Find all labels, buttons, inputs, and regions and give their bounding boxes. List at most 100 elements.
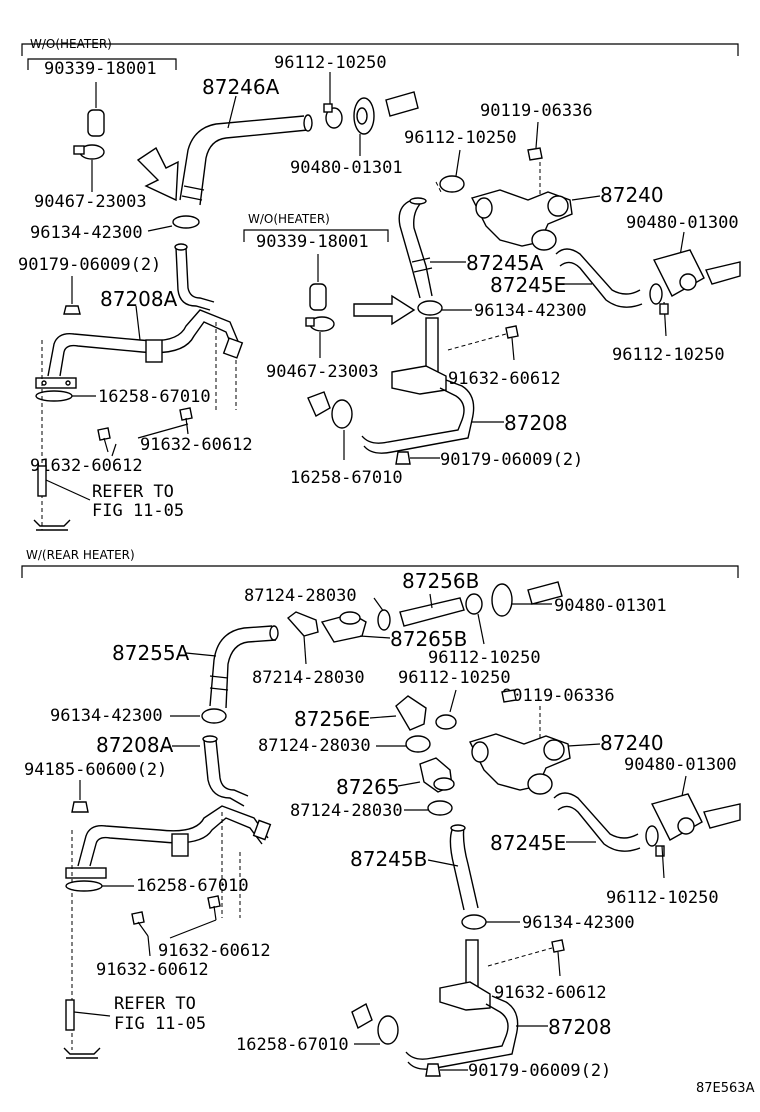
clamp-87124-b3 bbox=[404, 800, 453, 816]
hose-87245E-a bbox=[555, 248, 643, 308]
label-91632-60612-c3: 91632-60612 bbox=[494, 983, 607, 1003]
label-96112-10250-a3: 96112-10250 bbox=[612, 345, 725, 365]
gasket-part-c bbox=[65, 880, 134, 892]
bolt-part-c2 bbox=[131, 911, 151, 957]
top-section-heading: W/O(HEATER) bbox=[30, 37, 112, 51]
label-16258-67010-c: 16258-67010 bbox=[136, 876, 249, 896]
label-90467-23003-a: 90467-23003 bbox=[34, 192, 147, 212]
bottom-section-frame: W/(REAR HEATER) bbox=[21, 548, 739, 578]
label-fig-11-05-c: FIG 11-05 bbox=[114, 1014, 206, 1034]
label-90339-18001-b: 90339-18001 bbox=[256, 232, 369, 252]
bolt-90119-b bbox=[501, 689, 541, 740]
clamp-part-b bbox=[305, 316, 335, 358]
label-91632-60612-a1: 91632-60612 bbox=[140, 435, 253, 455]
pipe-87208A bbox=[35, 243, 244, 389]
hose-87245A bbox=[398, 197, 466, 299]
pipe-87208-a bbox=[361, 317, 504, 454]
label-87240-b: 87240 bbox=[600, 731, 664, 755]
cap-part bbox=[87, 82, 105, 137]
label-87208A-b: 87208A bbox=[96, 733, 174, 757]
clamp-96134-a bbox=[147, 215, 200, 232]
bolt-90119-a bbox=[527, 121, 543, 210]
label-96112-10250-a2: 96112-10250 bbox=[404, 128, 517, 148]
top-left-bracket bbox=[27, 58, 177, 70]
label-91632-60612-c2: 91632-60612 bbox=[96, 960, 209, 980]
clamp-96112-b2 bbox=[435, 689, 457, 730]
gasket-part-d bbox=[351, 1002, 399, 1045]
pipe-87208A-b bbox=[65, 735, 272, 879]
nut-part-d bbox=[425, 1063, 468, 1077]
gasket-part-b bbox=[307, 391, 353, 460]
stud-part-c bbox=[63, 999, 111, 1059]
label-96112-10250-a1: 96112-10250 bbox=[274, 53, 387, 73]
clamp-96112-a1 bbox=[323, 72, 343, 129]
cap-part-b bbox=[309, 254, 327, 311]
seal-90480-01300-a bbox=[652, 231, 741, 297]
hose-87255A bbox=[185, 625, 279, 709]
bolt-part-a2 bbox=[97, 427, 117, 457]
label-refer-to-c: REFER TO bbox=[114, 994, 196, 1014]
hose-87246A bbox=[179, 95, 313, 206]
fitting-87265 bbox=[397, 757, 455, 793]
clamp-87124-b2 bbox=[376, 735, 431, 753]
clamp-96112-b3 bbox=[645, 825, 665, 879]
nut-part-a bbox=[63, 276, 81, 315]
hose-87256B bbox=[399, 593, 465, 627]
label-87246A: 87246A bbox=[202, 75, 280, 99]
clamp-87124-b1 bbox=[373, 597, 391, 631]
bolt-91632-b bbox=[447, 325, 519, 361]
label-96112-10250-b3: 96112-10250 bbox=[606, 888, 719, 908]
label-90179-06009-b: 90179-06009(2) bbox=[440, 450, 583, 470]
label-refer-to-a: REFER TO bbox=[92, 482, 174, 502]
pipe-end-b1 bbox=[527, 581, 563, 605]
clamp-96134-b1 bbox=[170, 708, 227, 724]
label-87208-b: 87208 bbox=[548, 1015, 612, 1039]
label-87208A-a: 87208A bbox=[100, 287, 178, 311]
label-87245E-a: 87245E bbox=[490, 273, 566, 297]
clamp-96112-a3 bbox=[649, 283, 669, 337]
label-94185-60600: 94185-60600(2) bbox=[24, 760, 167, 780]
label-16258-67010-d: 16258-67010 bbox=[236, 1035, 349, 1055]
label-96134-42300-b: 96134-42300 bbox=[474, 301, 587, 321]
top-section-frame: W/O(HEATER) bbox=[21, 37, 739, 56]
label-90480-01301-a: 90480-01301 bbox=[290, 158, 403, 178]
water-outlet-87240-b bbox=[469, 733, 601, 795]
mid-section-heading: W/O(HEATER) bbox=[248, 212, 330, 226]
label-90179-06009-c: 90179-06009(2) bbox=[468, 1061, 611, 1081]
hose-87245E-b bbox=[553, 792, 641, 852]
stud-part-a bbox=[33, 465, 91, 531]
label-87256B: 87256B bbox=[402, 569, 479, 593]
label-90119-06336-a: 90119-06336 bbox=[480, 101, 593, 121]
label-87245A: 87245A bbox=[466, 251, 544, 275]
bottom-section-heading: W/(REAR HEATER) bbox=[26, 548, 135, 562]
clamp-96134-b bbox=[417, 300, 472, 316]
nut-part-b bbox=[395, 451, 440, 465]
label-91632-60612-a2: 91632-60612 bbox=[30, 456, 143, 476]
label-90480-01301-b: 90480-01301 bbox=[554, 596, 667, 616]
label-90119-06336-b: 90119-06336 bbox=[502, 686, 615, 706]
label-87245B: 87245B bbox=[350, 847, 427, 871]
label-87124-28030-b3: 87124-28030 bbox=[290, 801, 403, 821]
hose-87245B bbox=[427, 824, 479, 911]
diagram-code: 87E563A bbox=[696, 1081, 755, 1096]
hose-87256E bbox=[369, 695, 427, 731]
bolt-91632-c bbox=[487, 939, 565, 977]
seal-90480-01300-b bbox=[650, 775, 741, 841]
clamp-96134-b2 bbox=[461, 914, 520, 930]
label-96134-42300-b2: 96134-42300 bbox=[522, 913, 635, 933]
fitting-87265B bbox=[286, 611, 391, 665]
flow-arrow-icon-b bbox=[353, 294, 416, 326]
clamp-96112-a2 bbox=[435, 149, 465, 195]
pipe-end-a1 bbox=[385, 91, 419, 117]
bolt-part-a1 bbox=[137, 407, 193, 439]
label-90480-01300-a: 90480-01300 bbox=[626, 213, 739, 233]
label-16258-67010-b: 16258-67010 bbox=[290, 468, 403, 488]
bolt-part-c1 bbox=[169, 895, 221, 939]
water-outlet-87240-a bbox=[470, 189, 601, 251]
label-87124-28030-b2: 87124-28030 bbox=[258, 736, 371, 756]
label-90480-01300-b: 90480-01300 bbox=[624, 755, 737, 775]
label-90467-23003-b: 90467-23003 bbox=[266, 362, 379, 382]
label-87256E: 87256E bbox=[294, 707, 370, 731]
nut-part-c bbox=[71, 780, 89, 813]
